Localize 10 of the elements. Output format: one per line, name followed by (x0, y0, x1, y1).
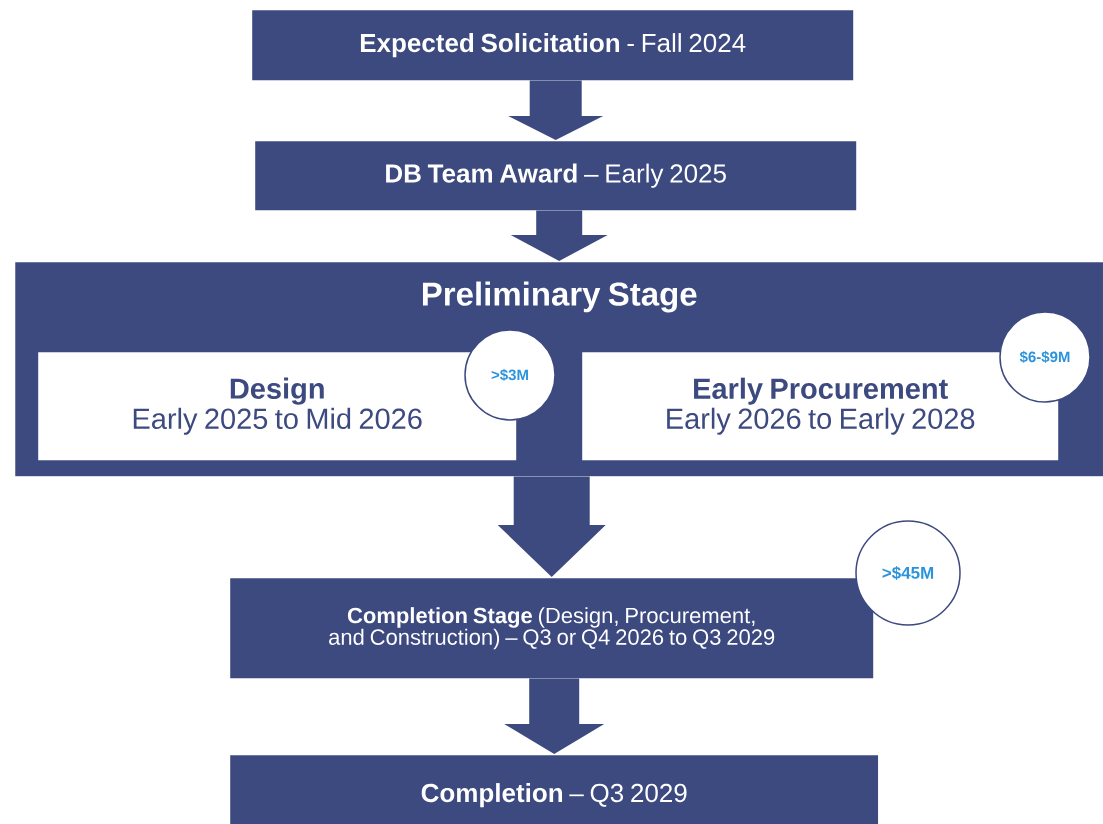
node-label: Design (230, 377, 324, 405)
node-label: Early 2025 to Mid 2026 (133, 407, 422, 435)
block-arrow (510, 210, 608, 261)
stage-box: Expected Solicitation - Fall 2024 (252, 10, 854, 81)
block-arrow (508, 80, 604, 140)
block-arrow (504, 678, 605, 754)
stage-box: DB Team Award – Early 2025 (255, 141, 857, 211)
stage-box: Completion – Q3 2029 (230, 755, 879, 824)
stage-box: Completion Stage (Design, Procurement, and Construction) – Q3 or Q4 2026 to Q3 2029 (230, 578, 874, 679)
block-arrow (497, 476, 606, 577)
